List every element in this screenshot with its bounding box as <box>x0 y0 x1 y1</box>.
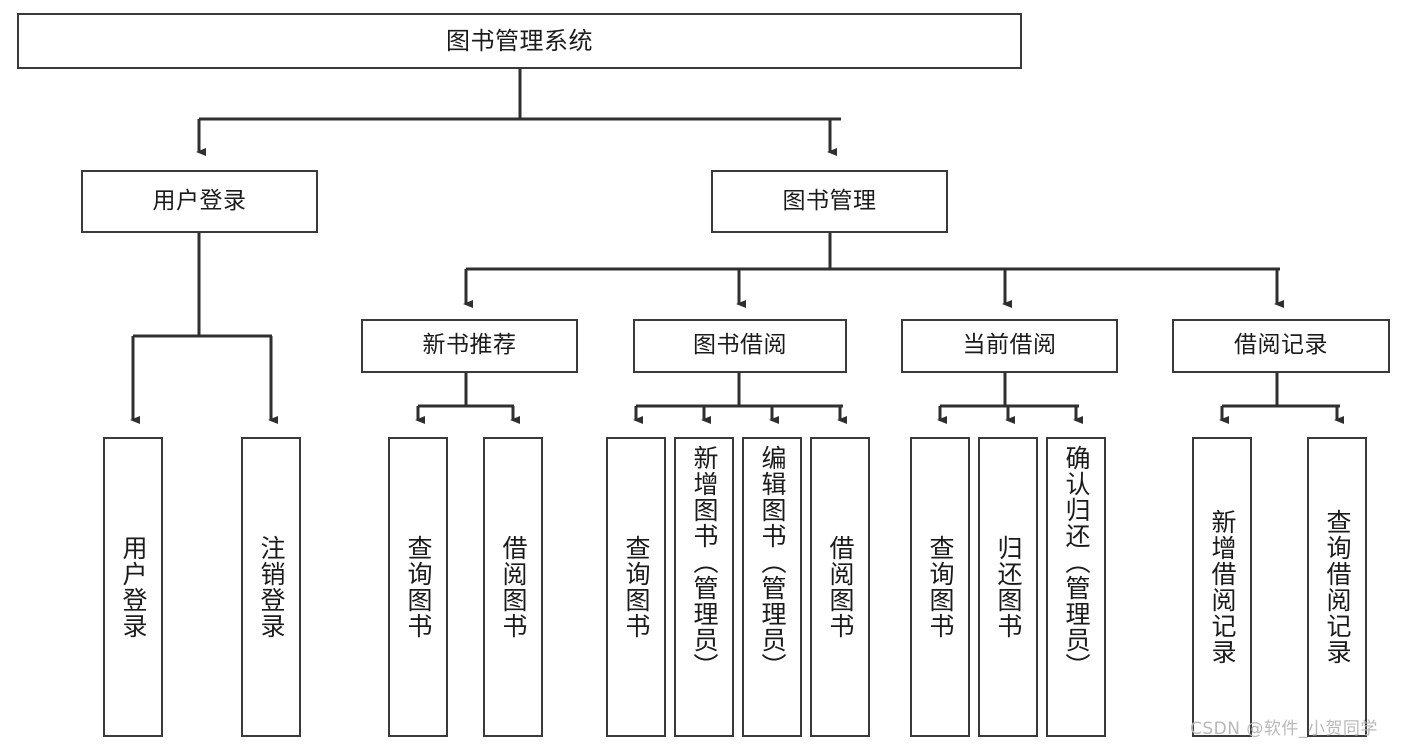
node-label: 查询图书 <box>404 535 433 639</box>
node-label: 借阅图书 <box>826 535 855 639</box>
node-label: 新增借阅记录 <box>1208 509 1237 665</box>
leaf-record-add-borrow-record[interactable]: 新增借阅记录 <box>1192 437 1252 737</box>
node-new-book-recommend[interactable]: 新书推荐 <box>361 319 578 373</box>
node-label: 借阅记录 <box>1234 332 1328 359</box>
node-user-login[interactable]: 用户登录 <box>81 170 318 233</box>
node-label: 图书管理系统 <box>446 26 593 55</box>
node-label: 编辑图书（管理员） <box>758 445 787 679</box>
node-label: 新书推荐 <box>422 332 517 359</box>
leaf-borrow-lend-book[interactable]: 借阅图书 <box>810 437 870 737</box>
node-label: 新增图书（管理员） <box>690 445 719 679</box>
leaf-borrow-edit-book-admin[interactable]: 编辑图书（管理员） <box>742 437 802 737</box>
leaf-current-return-book[interactable]: 归还图书 <box>978 437 1038 737</box>
node-borrow-record[interactable]: 借阅记录 <box>1172 319 1390 373</box>
node-current-borrow[interactable]: 当前借阅 <box>901 319 1118 373</box>
node-label: 查询借阅记录 <box>1323 509 1352 665</box>
node-root-system[interactable]: 图书管理系统 <box>17 13 1022 69</box>
leaf-recommend-query-book[interactable]: 查询图书 <box>388 437 448 737</box>
leaf-borrow-add-book-admin[interactable]: 新增图书（管理员） <box>674 437 734 737</box>
node-label: 用户登录 <box>152 187 247 214</box>
leaf-current-confirm-return-admin[interactable]: 确认归还（管理员） <box>1046 437 1106 737</box>
node-label: 查询图书 <box>926 535 955 639</box>
node-label: 用户登录 <box>119 535 148 639</box>
node-label: 图书管理 <box>782 187 877 214</box>
leaf-user-login[interactable]: 用户登录 <box>103 437 163 737</box>
leaf-recommend-borrow-book[interactable]: 借阅图书 <box>483 437 543 737</box>
leaf-record-query-borrow-record[interactable]: 查询借阅记录 <box>1307 437 1367 737</box>
node-label: 借阅图书 <box>499 535 528 639</box>
leaf-borrow-query-book[interactable]: 查询图书 <box>606 437 666 737</box>
node-label: 确认归还（管理员） <box>1062 445 1091 679</box>
node-label: 注销登录 <box>257 535 286 639</box>
node-label: 当前借阅 <box>962 332 1057 359</box>
csdn-watermark: CSDN @软件_小贺同学 <box>1190 719 1378 739</box>
node-label: 归还图书 <box>994 535 1023 639</box>
node-book-manage[interactable]: 图书管理 <box>711 170 948 233</box>
node-book-borrow[interactable]: 图书借阅 <box>633 319 847 373</box>
node-label: 查询图书 <box>622 535 651 639</box>
leaf-user-logout[interactable]: 注销登录 <box>241 437 301 737</box>
node-label: 图书借阅 <box>693 332 787 359</box>
leaf-current-query-book[interactable]: 查询图书 <box>910 437 970 737</box>
